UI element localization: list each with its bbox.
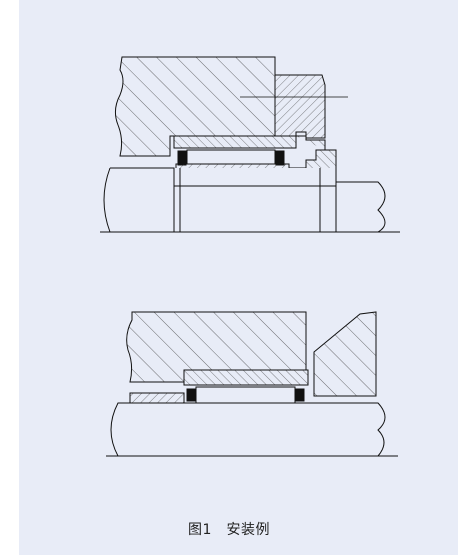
top-end-cover bbox=[274, 74, 326, 139]
top-housing bbox=[114, 56, 276, 157]
bottom-collar bbox=[313, 311, 377, 397]
bottom-seal-right bbox=[295, 388, 305, 402]
bottom-seal-left bbox=[186, 388, 196, 402]
top-seal-right bbox=[275, 150, 285, 166]
bottom-outer-ring bbox=[183, 369, 309, 386]
figure-caption: 图1 安装例 bbox=[188, 522, 270, 538]
bottom-spacer bbox=[129, 392, 185, 404]
bottom-housing bbox=[126, 311, 307, 383]
top-outer-ring bbox=[173, 135, 297, 149]
top-seal-left bbox=[177, 150, 187, 166]
bottom-assembly bbox=[106, 311, 398, 457]
bottom-shaft bbox=[110, 402, 386, 457]
top-assembly bbox=[100, 56, 400, 233]
top-shaft bbox=[103, 167, 386, 233]
